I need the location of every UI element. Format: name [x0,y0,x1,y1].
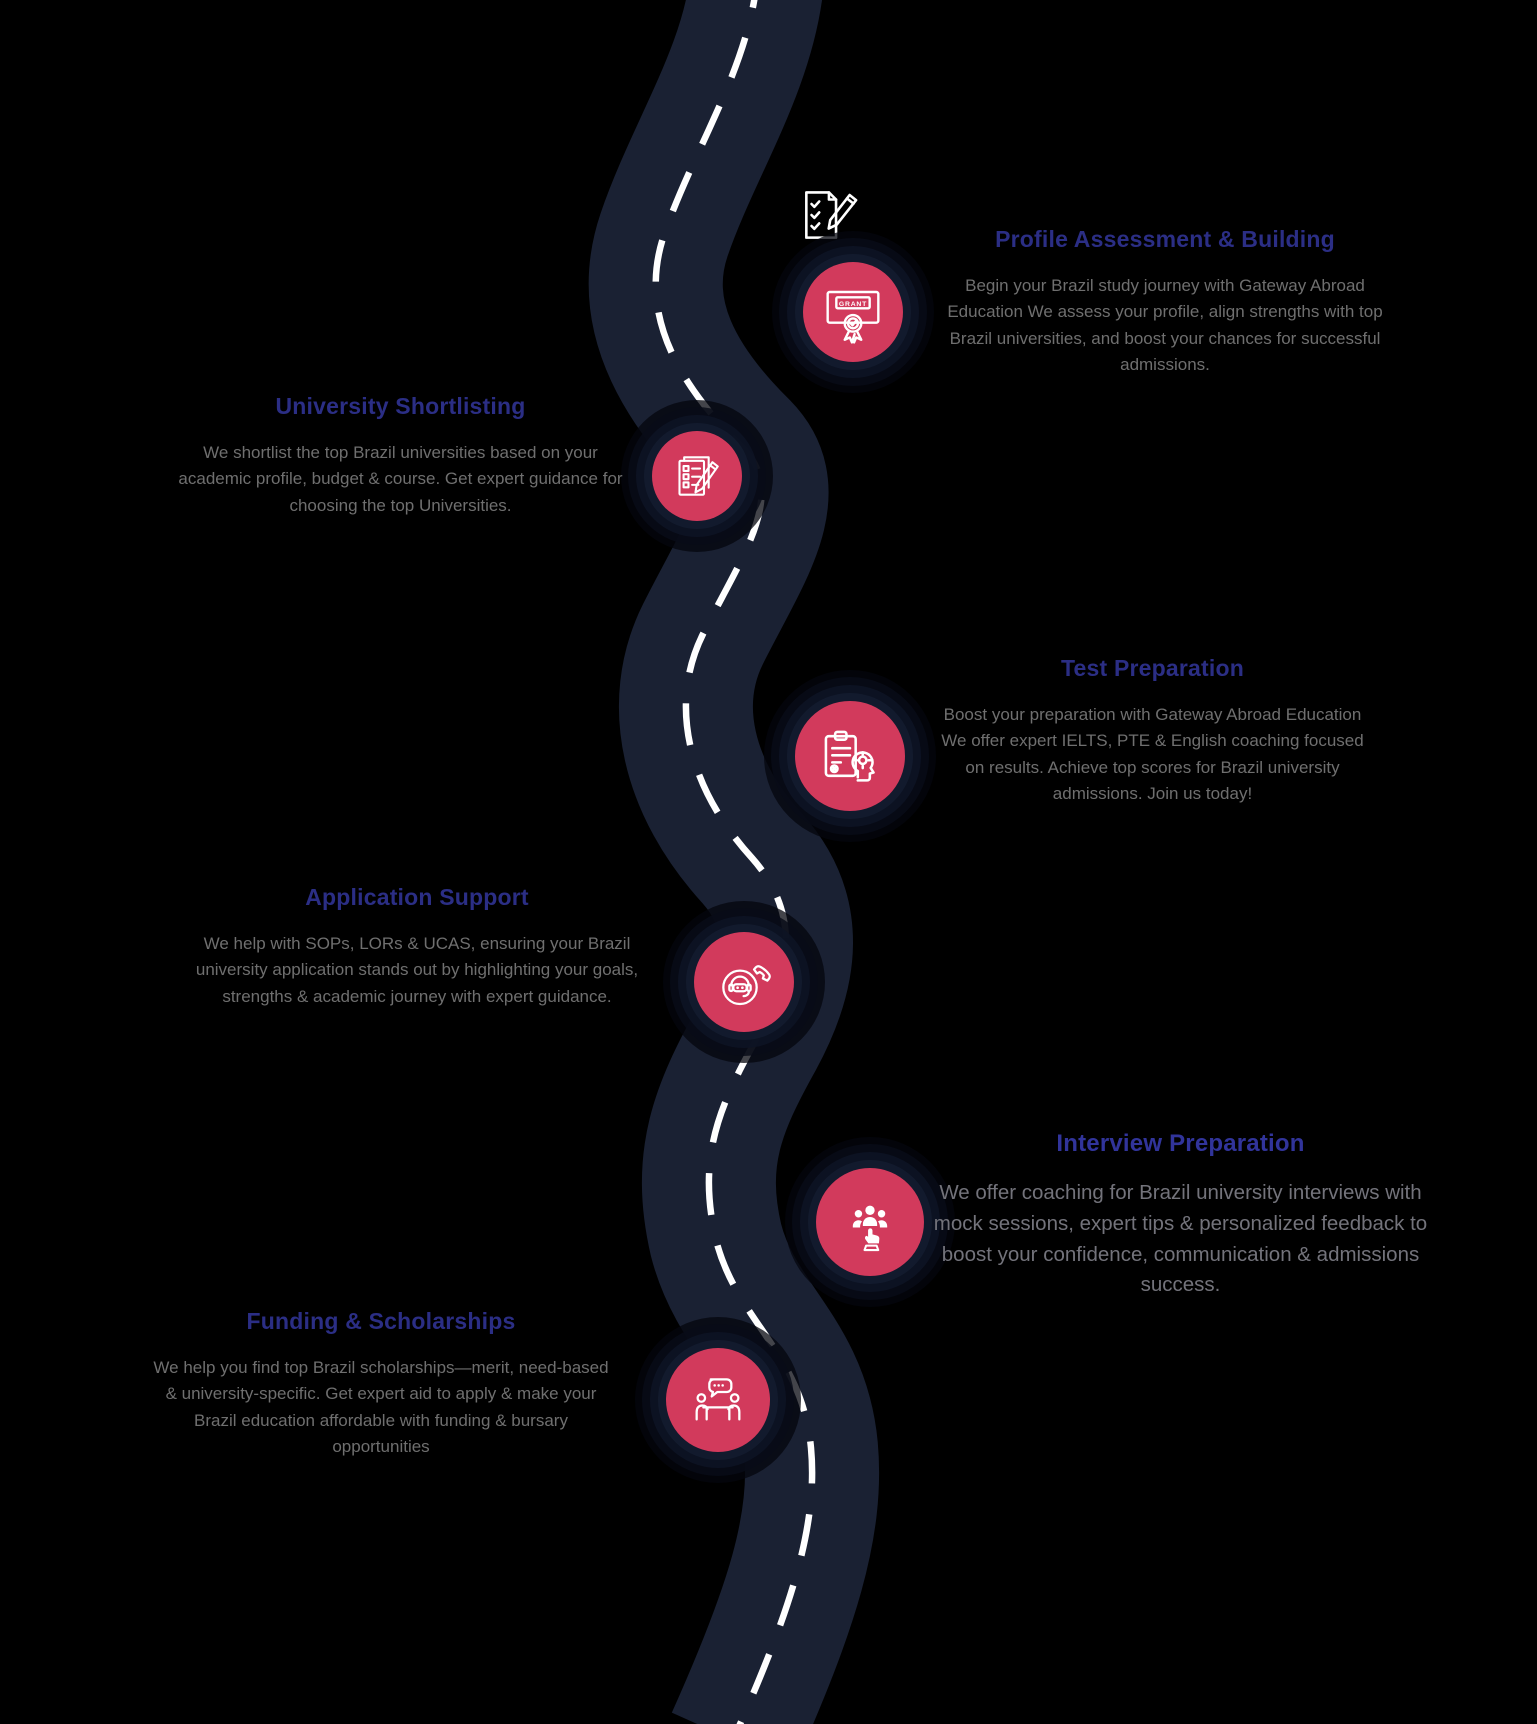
milestone-test-preparation [795,701,905,811]
step-title: Funding & Scholarships [246,1308,516,1334]
milestone-application-support [694,932,794,1032]
clipboard-mind-icon [824,730,875,782]
step-title: Application Support [305,884,529,910]
grant-certificate-icon: GRANT [826,290,880,344]
support-agent-phone-icon [722,965,771,1006]
milestone-funding-scholarships [666,1348,770,1452]
checklist-pencil-icon [678,456,719,496]
document-pencil-icon [805,191,858,239]
roadmap-step-university-shortlisting: University Shortlisting We shortlist the… [168,393,633,519]
grant-label: GRANT [839,301,867,308]
step-description: Begin your Brazil study journey with Gat… [947,276,1383,375]
step-title: Interview Preparation [1056,1130,1305,1157]
milestone-profile-assessment: GRANT [803,262,903,362]
milestone-interview-preparation [816,1168,924,1276]
roadmap-step-test-preparation: Test Preparation Boost your preparation … [930,655,1375,807]
road-asphalt [588,0,880,1724]
step-title: Test Preparation [1061,655,1244,681]
roadmap-step-funding-scholarships: Funding & Scholarships We help you find … [150,1308,612,1460]
step-title: Profile Assessment & Building [995,226,1335,252]
step-description: We help with SOPs, LORs & UCAS, ensuring… [195,934,639,1006]
road-center-line [652,0,816,1724]
step-title: University Shortlisting [275,393,526,419]
step-description: We help you find top Brazil scholarships… [153,1358,609,1457]
people-selection-hand-icon [852,1205,888,1252]
roadmap-step-application-support: Application Support We help with SOPs, L… [192,884,642,1010]
roadmap-step-interview-preparation: Interview Preparation We offer coaching … [928,1130,1433,1301]
milestone-university-shortlisting [652,431,742,521]
step-description: We shortlist the top Brazil universities… [178,443,623,515]
roadmap-step-profile-assessment: Profile Assessment & Building Begin your… [935,226,1395,378]
meeting-discussion-icon [695,1378,741,1421]
step-description: We offer coaching for Brazil university … [933,1181,1428,1297]
step-description: Boost your preparation with Gateway Abro… [941,705,1364,804]
